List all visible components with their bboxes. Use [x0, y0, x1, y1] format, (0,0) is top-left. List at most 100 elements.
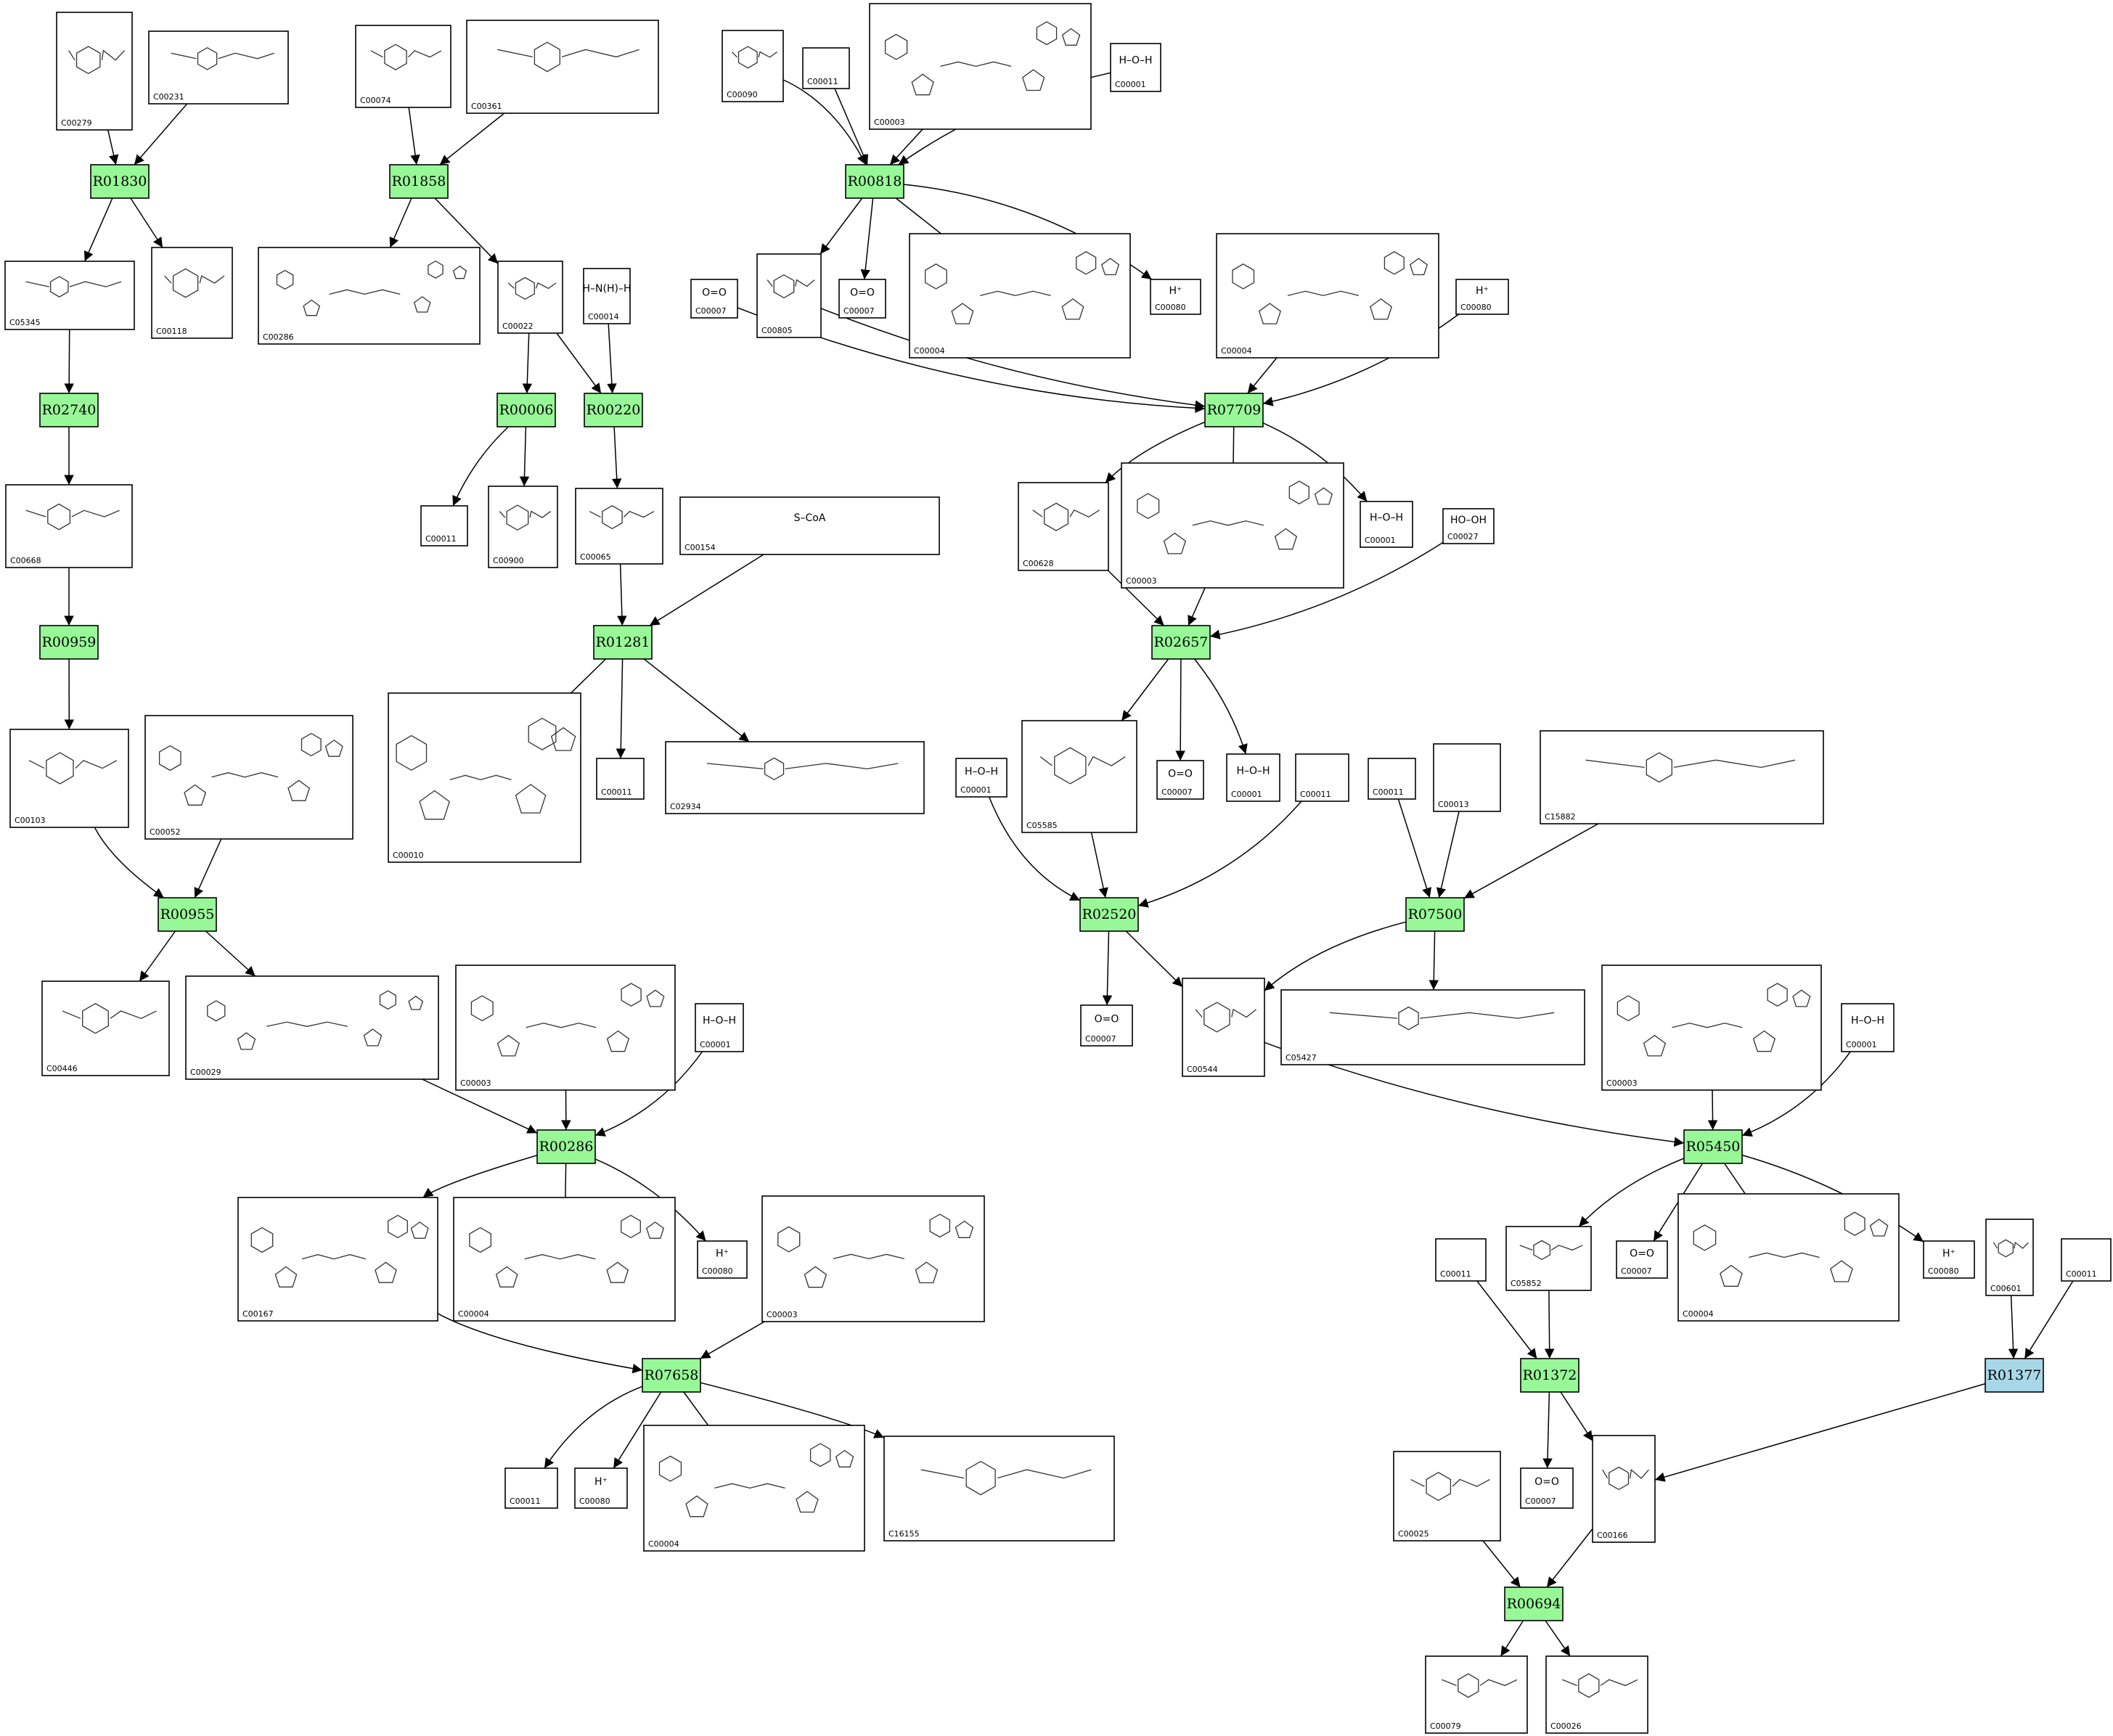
compound-node[interactable]: C00079	[1425, 1655, 1528, 1734]
compound-node[interactable]: H⁺C00080	[697, 1240, 748, 1279]
compound-node[interactable]: C00805	[756, 253, 822, 338]
compound-node[interactable]: C00090	[722, 30, 784, 102]
compound-node[interactable]: C00601	[1985, 1219, 2034, 1296]
compound-node[interactable]: C00026	[1545, 1655, 1648, 1734]
compound-node[interactable]: C05427	[1280, 989, 1585, 1065]
reaction-node-r02740[interactable]: R02740	[39, 393, 99, 427]
compound-node[interactable]: C00231	[148, 30, 289, 105]
compound-node[interactable]: C00004	[453, 1197, 676, 1322]
compound-node[interactable]: C00167	[237, 1197, 438, 1322]
reaction-node-r01377[interactable]: R01377	[1985, 1358, 2044, 1393]
compound-node[interactable]: C00900	[488, 486, 558, 568]
compound-node[interactable]: C05852	[1505, 1226, 1592, 1291]
compound-node[interactable]: C00011	[504, 1467, 558, 1509]
reaction-box[interactable]	[593, 625, 653, 660]
compound-node[interactable]: C00004	[909, 233, 1131, 359]
reaction-node-r00286[interactable]: R00286	[536, 1129, 596, 1164]
compound-node[interactable]: H⁺C00080	[574, 1467, 628, 1509]
compound-node[interactable]: C00004	[1216, 233, 1439, 359]
compound-node[interactable]: C00628	[1018, 482, 1109, 571]
compound-node[interactable]: C15882	[1540, 730, 1824, 824]
compound-node[interactable]: C00446	[41, 980, 170, 1076]
compound-node[interactable]: C00003	[1121, 462, 1344, 589]
compound-node[interactable]: C00011	[596, 758, 645, 800]
compound-node[interactable]: C05585	[1021, 720, 1137, 833]
reaction-node-r00006[interactable]: R00006	[496, 393, 556, 427]
reaction-box[interactable]	[845, 164, 904, 199]
compound-node[interactable]: C00003	[1601, 965, 1822, 1091]
compound-node[interactable]: C16155	[883, 1436, 1115, 1541]
compound-node[interactable]: C00011	[1435, 1238, 1487, 1282]
reaction-box[interactable]	[536, 1129, 596, 1164]
reaction-node-r00959[interactable]: R00959	[39, 625, 99, 660]
compound-node[interactable]: C00011	[1295, 753, 1349, 802]
compound-node[interactable]: C00279	[56, 12, 133, 131]
reaction-box[interactable]	[1204, 393, 1264, 427]
reaction-node-r00220[interactable]: R00220	[584, 393, 643, 427]
compound-node[interactable]: C00361	[466, 20, 659, 114]
reaction-node-r07709[interactable]: R07709	[1204, 393, 1264, 427]
compound-node[interactable]: C05345	[4, 261, 135, 330]
reaction-node-r07658[interactable]: R07658	[642, 1358, 701, 1393]
reaction-box[interactable]	[1683, 1129, 1743, 1164]
reaction-box[interactable]	[39, 625, 99, 660]
compound-node[interactable]: C00286	[258, 247, 481, 345]
compound-node[interactable]: C00011	[802, 47, 850, 89]
compound-node[interactable]: C00029	[185, 975, 439, 1080]
reaction-box[interactable]	[39, 393, 99, 427]
compound-node[interactable]: C00022	[497, 261, 563, 334]
reaction-node-r00694[interactable]: R00694	[1504, 1586, 1564, 1621]
reaction-node-r07500[interactable]: R07500	[1405, 897, 1465, 932]
reaction-node-r00955[interactable]: R00955	[158, 897, 217, 932]
reaction-box[interactable]	[1079, 897, 1139, 932]
reaction-node-r02520[interactable]: R02520	[1079, 897, 1139, 932]
reaction-node-r01372[interactable]: R01372	[1520, 1358, 1579, 1393]
reaction-node-r01281[interactable]: R01281	[593, 625, 653, 660]
reaction-box[interactable]	[1985, 1358, 2044, 1393]
reaction-node-r02657[interactable]: R02657	[1151, 625, 1211, 660]
compound-node[interactable]: C00103	[9, 729, 129, 828]
compound-node[interactable]: C00074	[355, 25, 451, 108]
compound-node[interactable]: C00003	[761, 1195, 985, 1322]
compound-node[interactable]: C00003	[869, 3, 1092, 130]
reaction-box[interactable]	[90, 164, 150, 199]
reaction-box[interactable]	[1504, 1586, 1564, 1621]
compound-node[interactable]: C00052	[144, 715, 353, 840]
compound-node[interactable]: C00025	[1393, 1451, 1501, 1541]
compound-node[interactable]: C00118	[151, 247, 233, 339]
reaction-box[interactable]	[1151, 625, 1211, 660]
reaction-box[interactable]	[584, 393, 643, 427]
reaction-box[interactable]	[158, 897, 217, 932]
reaction-node-r00818[interactable]: R00818	[845, 164, 904, 199]
compound-node[interactable]: C00004	[643, 1425, 865, 1552]
compound-node[interactable]: C00011	[420, 505, 468, 546]
reaction-box[interactable]	[389, 164, 449, 199]
compound-node[interactable]: C00003	[455, 965, 676, 1091]
reaction-node-r01830[interactable]: R01830	[90, 164, 150, 199]
reaction-box[interactable]	[1405, 897, 1465, 932]
compound-node[interactable]: C00065	[575, 488, 663, 565]
compound-node[interactable]: C00011	[1368, 758, 1416, 800]
compound-node[interactable]: C00010	[388, 692, 581, 863]
compound-node[interactable]: C00013	[1433, 743, 1501, 812]
compound-node[interactable]: H⁺C00080	[1150, 279, 1201, 315]
compound-node[interactable]: C00166	[1592, 1435, 1656, 1543]
compound-node[interactable]: C00668	[5, 484, 133, 568]
compound-node[interactable]: C00004	[1677, 1193, 1900, 1322]
reaction-node-r05450[interactable]: R05450	[1683, 1129, 1743, 1164]
reaction-node-r01858[interactable]: R01858	[389, 164, 449, 199]
